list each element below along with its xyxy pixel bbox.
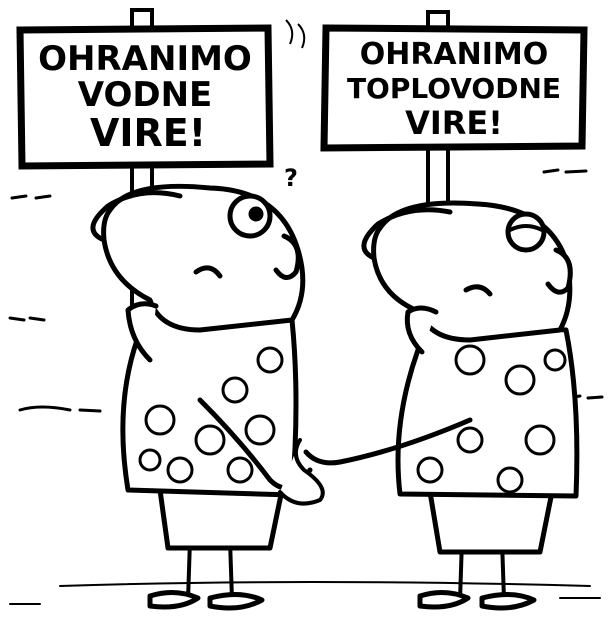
left-man-ear xyxy=(273,233,301,280)
right-sign-line2: TOPLOVODNE xyxy=(347,72,561,105)
right-sign-line3: VIRE! xyxy=(405,104,503,142)
left-sign-board xyxy=(16,24,274,170)
right-man-hand xyxy=(404,305,439,355)
left-man-right-foot xyxy=(207,592,265,611)
right-man-right-foot xyxy=(479,592,537,611)
right-man-shorts xyxy=(427,489,555,555)
motion-marks xyxy=(285,19,306,49)
right-sign-board xyxy=(320,24,588,152)
ground-marks xyxy=(8,168,604,605)
left-man-left-foot xyxy=(147,590,201,610)
left-man-shorts xyxy=(157,487,285,551)
left-sign-line1: OHRANIMO xyxy=(38,39,252,79)
right-man-left-foot xyxy=(417,590,471,610)
left-sign-line3: VIRE! xyxy=(90,111,206,155)
left-man xyxy=(90,183,313,611)
right-sign-line1: OHRANIMO xyxy=(360,37,549,72)
question-mark: ? xyxy=(284,164,298,192)
left-sign-line2: VODNE xyxy=(78,75,213,115)
right-man xyxy=(278,200,580,611)
left-man-hand xyxy=(125,301,159,363)
left-man-shirt-flowers xyxy=(138,346,284,484)
right-man-eye xyxy=(505,211,547,253)
right-man-ear xyxy=(545,247,573,295)
right-man-shirt-flowers xyxy=(416,344,567,494)
left-man-shirt xyxy=(120,297,299,498)
left-sign: OHRANIMO VODNE VIRE! xyxy=(16,8,274,312)
